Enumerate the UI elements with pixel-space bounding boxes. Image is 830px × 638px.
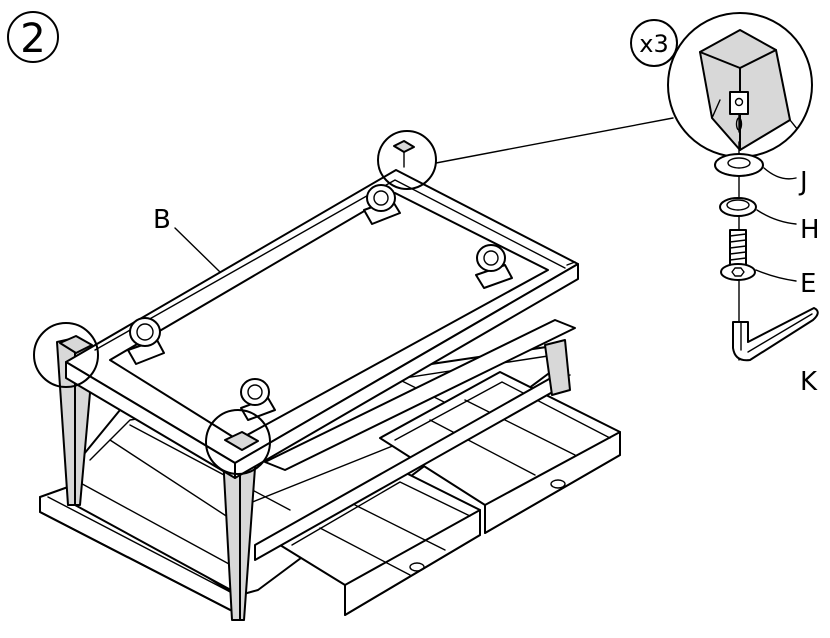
- callout-label-j: J: [798, 167, 808, 197]
- caster-wheel: [363, 184, 401, 225]
- corner-block: [224, 431, 259, 451]
- table-assembly: [33, 130, 621, 621]
- quantity-label: x3: [639, 30, 668, 58]
- hex-key-k: [732, 307, 819, 362]
- detail-leader-line: [435, 117, 674, 164]
- cross-rail: [264, 319, 576, 471]
- caster-wheel: [475, 244, 513, 289]
- callout-label-b: B: [153, 205, 171, 235]
- spring-washer-h: [719, 197, 757, 217]
- washer-j: [714, 153, 764, 177]
- quantity-badge: x3: [630, 19, 678, 67]
- callout-label-k: K: [800, 367, 818, 397]
- caster-wheel: [240, 378, 276, 421]
- bolt-e: [720, 229, 756, 281]
- hardware-stack: [714, 113, 819, 362]
- caster-wheel: [127, 317, 165, 365]
- tabletop-frame: [65, 169, 579, 479]
- drawer-right-back: [379, 371, 621, 534]
- table-leg-back-right: [544, 339, 571, 396]
- leader-b: [174, 227, 221, 273]
- detail-highlight-circle: [377, 130, 437, 190]
- step-number: 2: [20, 16, 45, 62]
- leader-e: [755, 269, 797, 282]
- callout-label-e: E: [800, 269, 816, 299]
- magnified-detail: x3: [630, 12, 813, 158]
- callout-label-h: H: [800, 215, 820, 245]
- step-number-badge: 2: [7, 11, 59, 63]
- detail-highlight-circle: [205, 409, 271, 475]
- corner-block: [59, 335, 93, 354]
- leader-j: [763, 167, 797, 180]
- leader-h: [756, 209, 797, 225]
- corner-block: [393, 140, 415, 153]
- table-base-plinth: [39, 486, 241, 616]
- detail-highlight-circle: [33, 322, 99, 388]
